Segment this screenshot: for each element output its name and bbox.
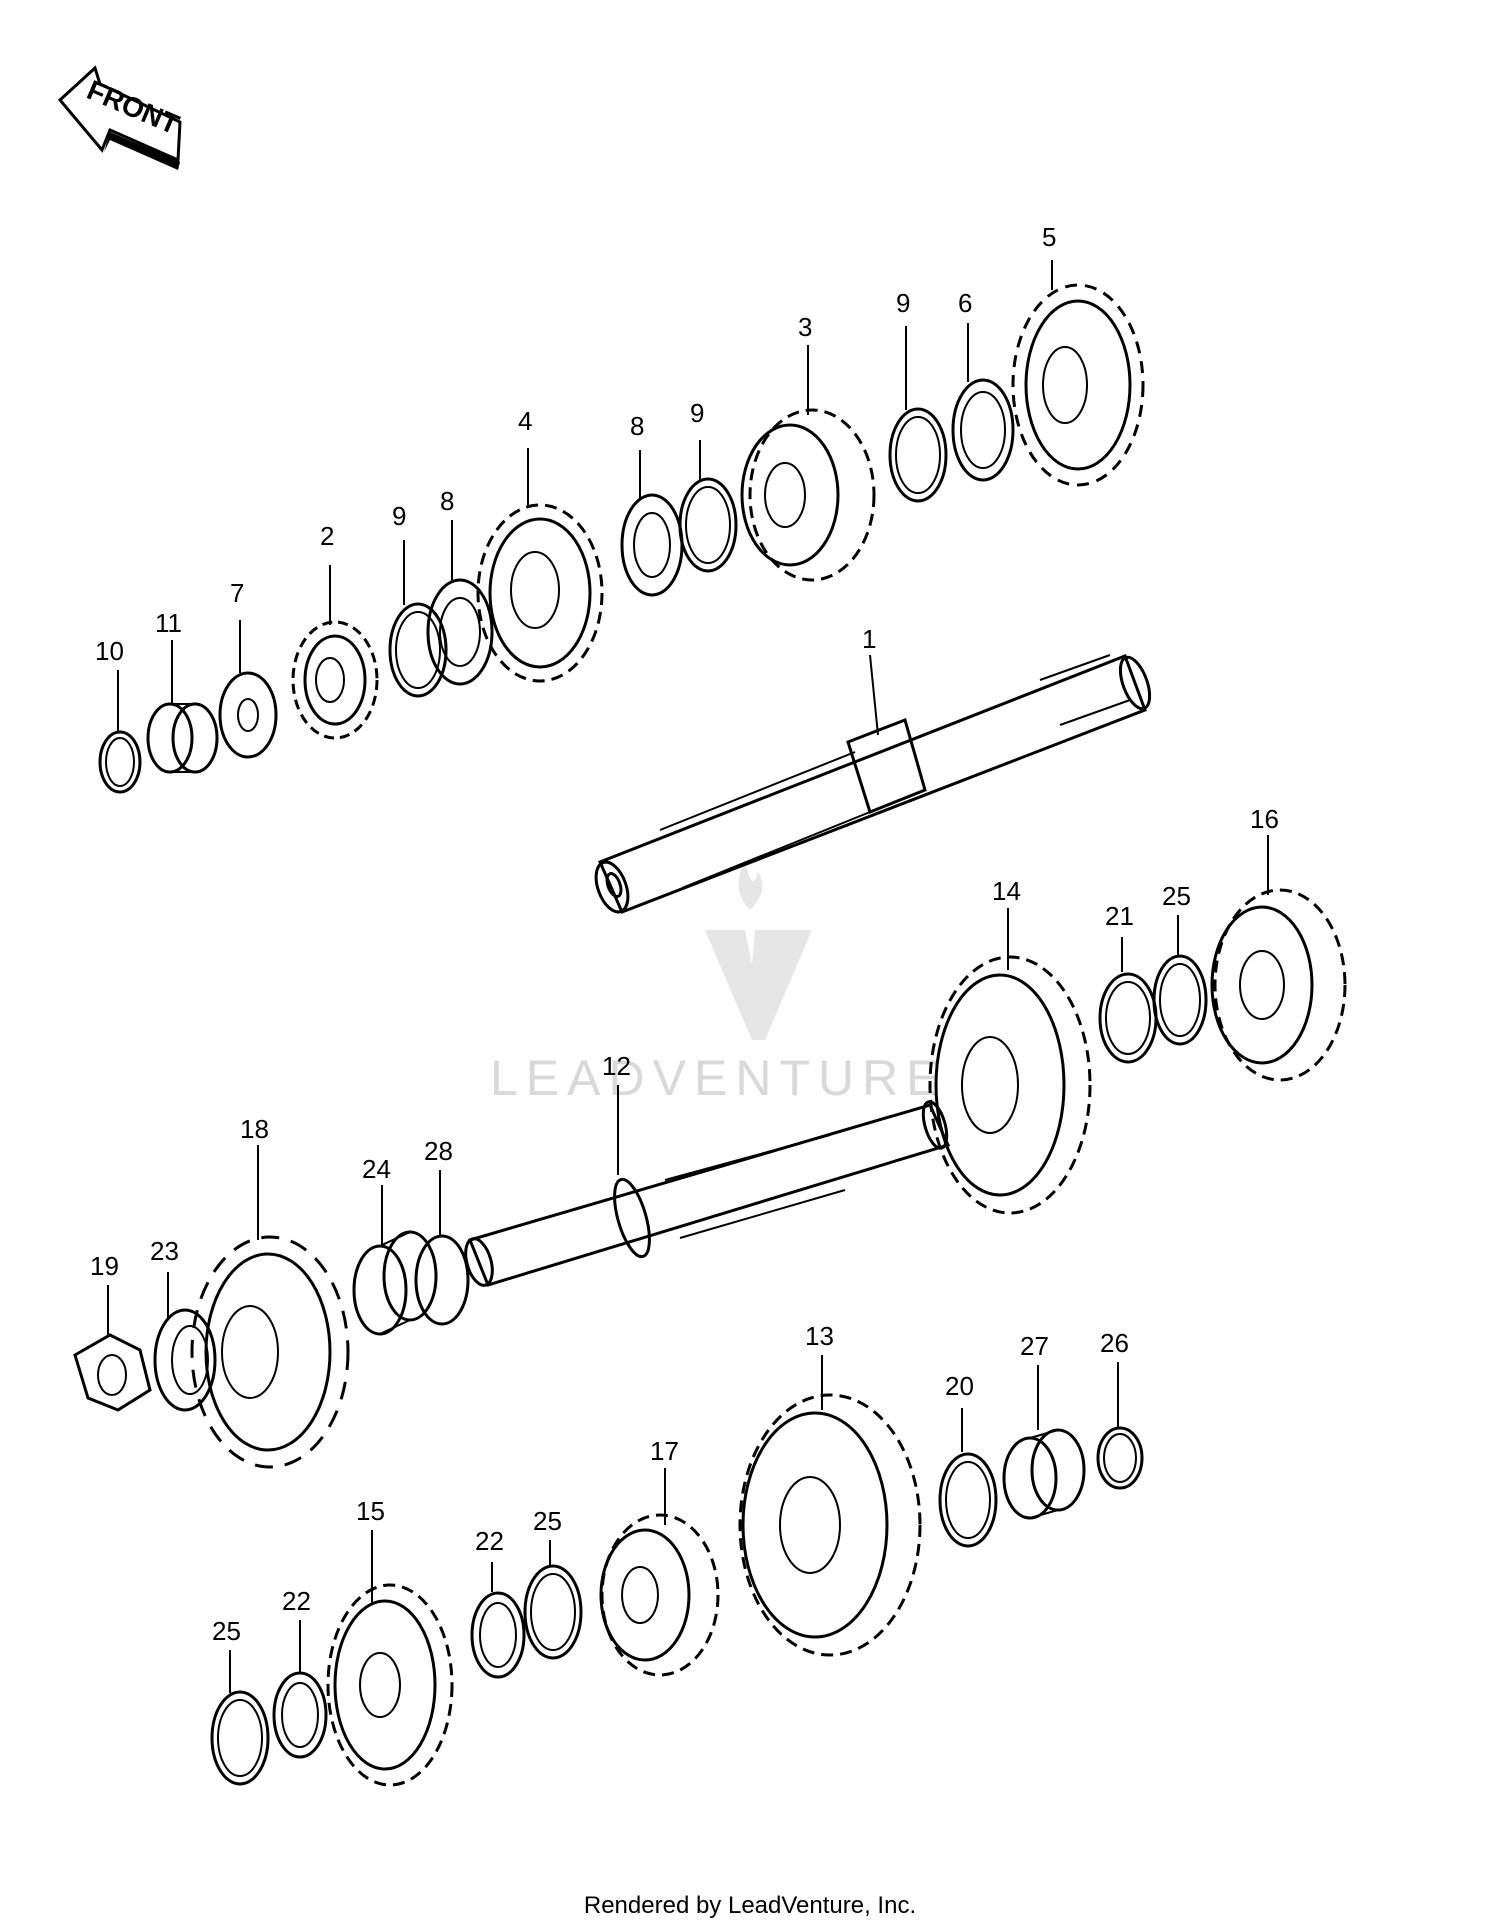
- callout-15: 15: [356, 1496, 385, 1526]
- callout-17: 17: [650, 1436, 679, 1466]
- watermark-text: LEADVENTURE: [490, 1050, 948, 1106]
- callout-9a: 9: [392, 501, 406, 531]
- leadventure-watermark: LEADVENTURE: [490, 860, 948, 1106]
- callout-4: 4: [518, 406, 532, 436]
- part-9-circlip-c: [888, 407, 948, 503]
- callout-19: 19: [90, 1251, 119, 1281]
- part-9-circlip-b: [678, 477, 738, 573]
- callout-1: 1: [862, 624, 876, 654]
- callout-5: 5: [1042, 222, 1056, 252]
- part-15-gear: [326, 1583, 454, 1787]
- part-1-output-shaft: [594, 654, 1152, 914]
- callout-18: 18: [240, 1114, 269, 1144]
- callout-23: 23: [150, 1236, 179, 1266]
- part-5-gear: [1011, 283, 1145, 487]
- callout-25a: 25: [1162, 881, 1191, 911]
- part-3-gear: [740, 408, 876, 582]
- callouts: 1 2 3 4 5 6 7 8 8 9 9 9 10 11 12 13 14: [90, 222, 1279, 1693]
- callout-14: 14: [992, 876, 1021, 906]
- callout-22a: 22: [475, 1526, 504, 1556]
- callout-9b: 9: [690, 398, 704, 428]
- callout-12: 12: [602, 1051, 631, 1081]
- part-8-washer-b: [620, 493, 684, 597]
- callout-8a: 8: [440, 486, 454, 516]
- part-11-needle-bearing: [146, 702, 219, 774]
- callout-28: 28: [424, 1136, 453, 1166]
- callout-27: 27: [1020, 1331, 1049, 1361]
- part-13-gear: [738, 1393, 922, 1657]
- part-7-washer: [218, 671, 278, 759]
- callout-16: 16: [1250, 804, 1279, 834]
- callout-2: 2: [320, 521, 334, 551]
- callout-3: 3: [798, 312, 812, 342]
- callout-25c: 25: [212, 1616, 241, 1646]
- part-14-gear: [928, 955, 1092, 1215]
- part-8-washer-a: [426, 578, 494, 686]
- part-25-circlip-c: [210, 1690, 270, 1786]
- part-27-needle-bearing: [1002, 1428, 1086, 1520]
- part-17-gear: [599, 1513, 720, 1677]
- footer-credit: Rendered by LeadVenture, Inc.: [583, 1892, 917, 1919]
- callout-25b: 25: [533, 1506, 562, 1536]
- part-26-circlip: [1096, 1426, 1144, 1490]
- callout-11: 11: [155, 608, 182, 638]
- callout-22b: 22: [282, 1586, 311, 1616]
- part-10-circlip: [98, 730, 142, 794]
- callout-13: 13: [805, 1321, 834, 1351]
- part-19-nut: [73, 1333, 152, 1412]
- part-4-gear: [476, 503, 604, 683]
- front-arrow: FRONT: [57, 65, 184, 170]
- callout-9c: 9: [896, 288, 910, 318]
- part-16-gear: [1210, 888, 1347, 1082]
- part-25-circlip-a: [1152, 954, 1208, 1046]
- callout-7: 7: [230, 578, 244, 608]
- part-9-circlip-a: [388, 602, 448, 698]
- callout-10: 10: [95, 636, 124, 666]
- callout-6: 6: [958, 288, 972, 318]
- callout-8b: 8: [630, 411, 644, 441]
- callout-20: 20: [945, 1371, 974, 1401]
- part-12-input-shaft: [464, 1100, 951, 1287]
- part-23-spline-washer: [153, 1308, 217, 1412]
- part-6-washer: [951, 378, 1015, 482]
- part-22-washer-b: [272, 1671, 328, 1759]
- callout-26: 26: [1100, 1328, 1129, 1358]
- part-24-collar: [352, 1230, 438, 1336]
- callout-24: 24: [362, 1154, 391, 1184]
- part-28-o-ring: [414, 1234, 470, 1326]
- part-18-sprocket: [190, 1235, 350, 1469]
- part-25-circlip-b: [523, 1564, 583, 1660]
- part-20-washer: [938, 1452, 998, 1548]
- part-21-washer: [1098, 972, 1158, 1064]
- callout-21: 21: [1105, 901, 1134, 931]
- part-2-gear: [291, 620, 379, 740]
- part-22-washer-a: [470, 1591, 526, 1679]
